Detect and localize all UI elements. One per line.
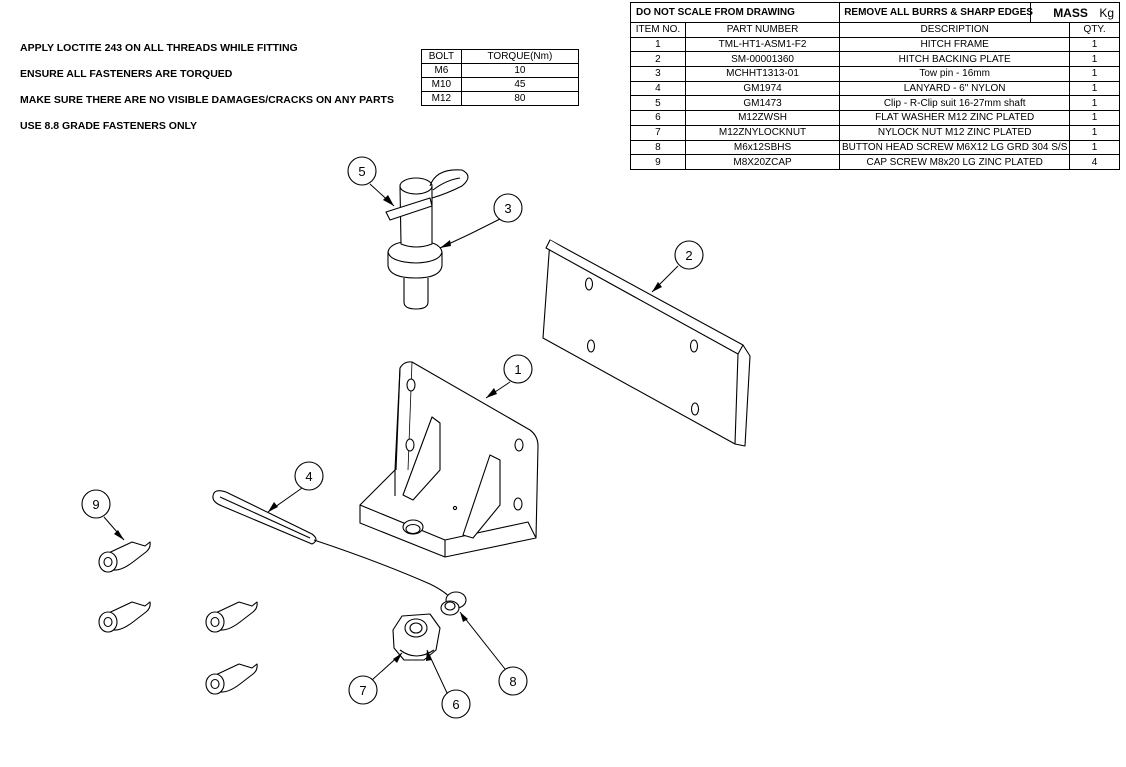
cap-screw	[205, 663, 258, 695]
bom-part: MCHHT1313-01	[684, 66, 841, 82]
bom-desc: Tow pin - 16mm	[839, 66, 1071, 82]
lanyard	[212, 490, 451, 599]
bom-banner-row: DO NOT SCALE FROM DRAWING REMOVE ALL BUR…	[629, 2, 1120, 23]
balloon-9-label: 9	[92, 497, 99, 512]
leader-arrowheads	[114, 195, 662, 663]
cap-screw	[98, 541, 151, 573]
balloon-5-label: 5	[358, 164, 365, 179]
balloon-4: 4	[294, 461, 324, 491]
banner-right: REMOVE ALL BURRS & SHARP EDGES MASS Kg	[839, 2, 1120, 23]
bom-desc: Clip - R-Clip suit 16-27mm shaft	[839, 95, 1071, 112]
bom-desc: LANYARD - 6" NYLON	[839, 80, 1071, 97]
banner-mass: MASS	[1053, 5, 1088, 20]
hitch-frame	[359, 361, 539, 558]
balloon-6-label: 6	[452, 697, 459, 712]
balloon-8: 8	[498, 666, 528, 696]
balloon-7-label: 7	[359, 683, 366, 698]
note-grade: USE 8.8 GRADE FASTENERS ONLY	[20, 120, 197, 132]
bom-qty: 1	[1069, 110, 1120, 126]
nylock-nut	[392, 613, 441, 661]
bom-qty: 4	[1069, 154, 1120, 170]
table-row: M10 45	[421, 77, 580, 92]
bom-part: M12ZWSH	[684, 110, 841, 126]
bom-desc: CAP SCREW M8x20 LG ZINC PLATED	[839, 154, 1071, 170]
bom-part: SM-00001360	[684, 51, 841, 68]
r-clip	[385, 169, 469, 221]
balloon-9: 9	[81, 489, 111, 519]
bom-header-row: ITEM NO. PART NUMBER DESCRIPTION QTY.	[630, 22, 1120, 38]
note-loctite: APPLY LOCTITE 243 ON ALL THREADS WHILE F…	[20, 42, 298, 54]
bom-item: 6	[630, 110, 686, 126]
bom-qty: 1	[1069, 51, 1120, 68]
balloon-7: 7	[348, 675, 378, 705]
table-row: M12 80	[421, 91, 580, 106]
balloon-2: 2	[674, 240, 704, 270]
balloon-5: 5	[347, 156, 377, 186]
balloon-1: 1	[503, 354, 533, 384]
balloon-4-label: 4	[305, 469, 312, 484]
banner-mass-unit: Kg	[1099, 5, 1114, 20]
backing-plate	[542, 239, 751, 447]
balloon-3: 3	[493, 193, 523, 223]
bom-desc: HITCH BACKING PLATE	[839, 51, 1071, 68]
balloon-1-label: 1	[514, 362, 521, 377]
torque-value-cell: 80	[460, 91, 580, 106]
banner-no-scale: DO NOT SCALE FROM DRAWING	[629, 2, 841, 23]
bom-item: 2	[630, 51, 686, 68]
note-fasteners-torqued: ENSURE ALL FASTENERS ARE TORQUED	[20, 68, 233, 80]
torque-table: BOLT TORQUE(Nm) M6 10 M10 45 M12 80	[421, 49, 580, 106]
banner-burrs: REMOVE ALL BURRS & SHARP EDGES	[840, 3, 1033, 22]
general-notes: APPLY LOCTITE 243 ON ALL THREADS WHILE F…	[20, 41, 394, 145]
bom-qty: 1	[1069, 80, 1120, 97]
bom-qty: 1	[1069, 95, 1120, 112]
torque-header-row: BOLT TORQUE(Nm)	[421, 49, 580, 64]
cap-screw	[98, 601, 151, 633]
bom-table: DO NOT SCALE FROM DRAWING REMOVE ALL BUR…	[629, 2, 1120, 170]
tow-pin	[387, 177, 443, 310]
bom-part: M8X20ZCAP	[684, 154, 841, 170]
bom-part: GM1974	[684, 80, 841, 97]
bom-qty: 1	[1069, 66, 1120, 82]
button-head-screw	[440, 591, 467, 616]
bom-part: GM1473	[684, 95, 841, 112]
bom-desc: FLAT WASHER M12 ZINC PLATED	[839, 110, 1071, 126]
balloon-6: 6	[441, 689, 471, 719]
balloon-8-label: 8	[509, 674, 516, 689]
bom-item: 9	[630, 154, 686, 170]
note-no-damage: MAKE SURE THERE ARE NO VISIBLE DAMAGES/C…	[20, 94, 394, 106]
balloon-2-label: 2	[685, 248, 692, 263]
balloon-3-label: 3	[504, 201, 511, 216]
cap-screw	[205, 601, 258, 633]
